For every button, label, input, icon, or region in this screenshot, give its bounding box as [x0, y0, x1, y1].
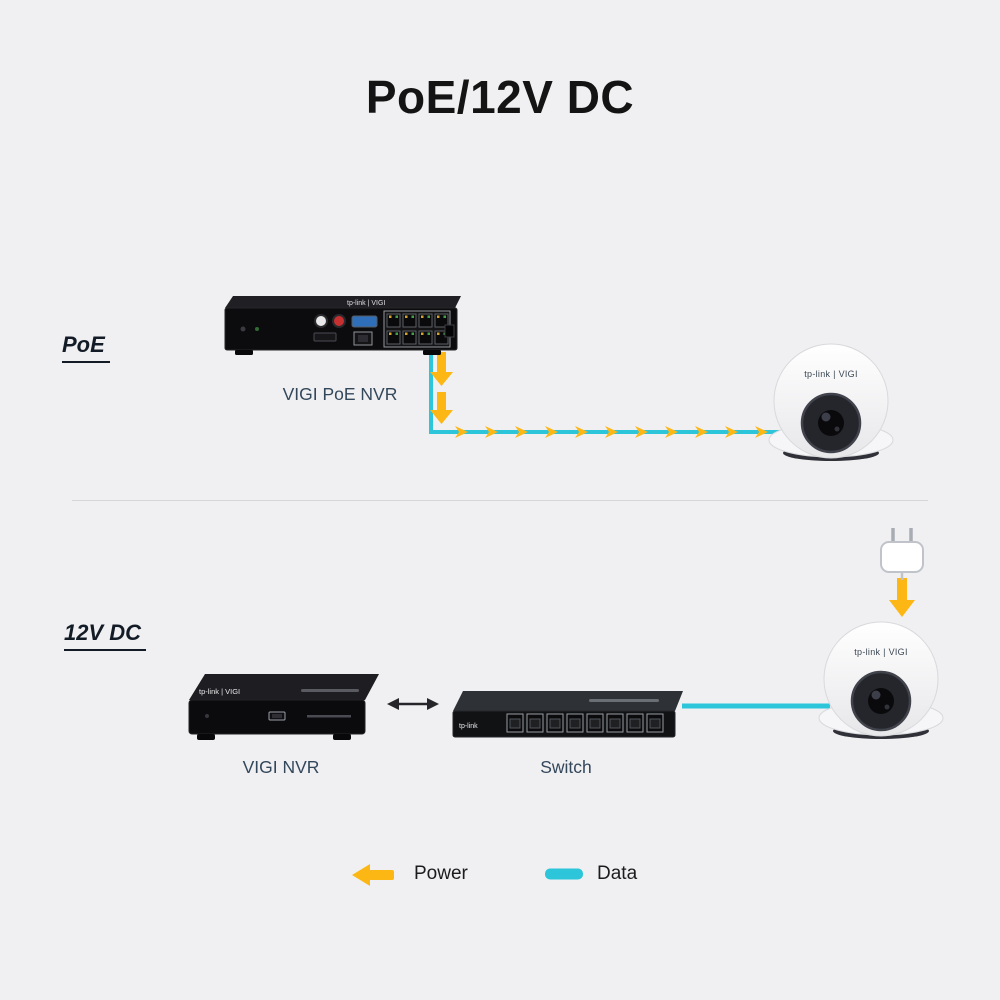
- poe-section-label: PoE: [62, 332, 110, 363]
- dc-nvr-label: VIGI NVR: [242, 757, 320, 777]
- legend-power-label: Power: [414, 863, 468, 884]
- poe-data-cable: [429, 350, 782, 434]
- poe-power-arrows: [430, 352, 768, 438]
- dc-section-label: 12V DC: [64, 620, 147, 651]
- legend-data-label: Data: [597, 863, 638, 884]
- dc-nvr-brand: tp-link | VIGI: [199, 687, 240, 696]
- section-divider: [72, 500, 928, 501]
- poe-power-chevrons: [455, 426, 768, 438]
- dc-nvr-device: tp-link | VIGI: [188, 674, 379, 740]
- switch-brand: tp-link: [459, 723, 478, 730]
- legend-data-dash-icon: [545, 868, 583, 880]
- dc-camera-brand: tp-link | VIGI: [854, 647, 908, 657]
- poe-camera: [756, 340, 906, 470]
- poe-nvr-brand: tp-link | VIGI: [347, 300, 385, 307]
- poe-camera-brand: tp-link | VIGI: [804, 369, 858, 379]
- poe-nvr-label: VIGI PoE NVR: [282, 384, 398, 404]
- switch-device: tp-link: [452, 691, 683, 738]
- page-title: PoE/12V DC: [365, 71, 635, 123]
- dc-camera: [806, 618, 956, 748]
- dc-power-arrow: [889, 578, 915, 617]
- poe-nvr-device: tp-link | VIGI: [224, 296, 461, 355]
- double-arrow-icon: [387, 698, 439, 710]
- switch-label: Switch: [540, 757, 592, 777]
- power-plug-icon: [880, 528, 924, 580]
- legend-power-arrow-icon: [352, 864, 394, 886]
